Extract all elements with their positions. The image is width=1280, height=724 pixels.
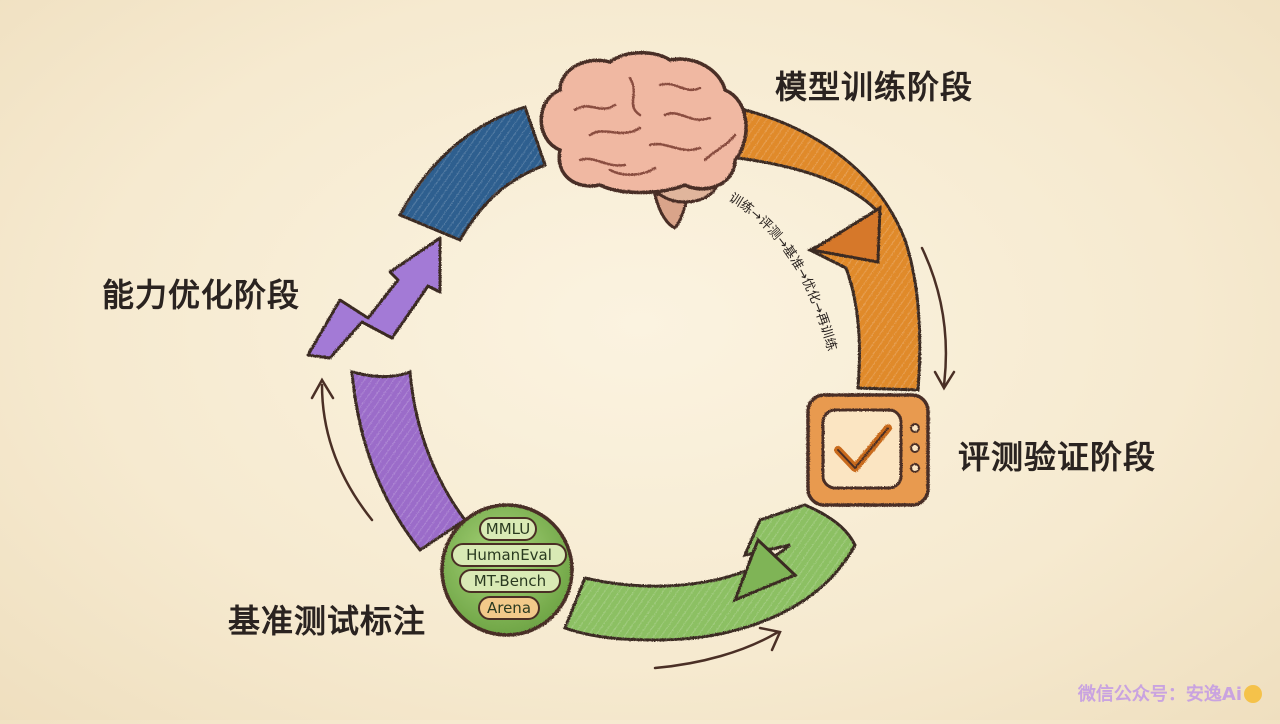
benchmark-arc xyxy=(350,369,468,553)
benchmark-pill-mmlu: MMLU xyxy=(479,517,537,541)
evaluation-arc xyxy=(563,503,857,642)
benchmark-label-arena: Arena xyxy=(487,599,531,617)
duck-icon xyxy=(1244,685,1262,703)
benchmark-label-mtbench: MT-Bench xyxy=(474,572,546,590)
flow-arrow-right xyxy=(920,246,956,391)
benchmark-badge-icon: MMLU HumanEval MT-Bench Arena xyxy=(440,503,574,637)
cycle-text-path: 训练→评测→基准→优化→再训练 xyxy=(726,191,839,353)
checkmark-monitor-icon xyxy=(806,393,930,507)
watermark: 微信公众号：安逸Ai xyxy=(1078,680,1262,706)
benchmark-label-humaneval: HumanEval xyxy=(466,546,552,564)
watermark-text: 微信公众号：安逸Ai xyxy=(1077,684,1242,705)
zigzag-arrow-icon xyxy=(306,236,442,360)
flow-arrow-bottom xyxy=(653,626,782,670)
benchmark-label-mmlu: MMLU xyxy=(486,520,530,538)
brain-icon xyxy=(539,51,748,230)
stage-label-benchmark: 基准测试标注 xyxy=(228,602,427,640)
stage-label-training: 模型训练阶段 xyxy=(775,68,974,106)
benchmark-pill-humaneval: HumanEval xyxy=(451,543,567,567)
benchmark-pill-mtbench: MT-Bench xyxy=(459,569,561,593)
flow-arrow-left xyxy=(310,377,374,522)
stage-label-optimization: 能力优化阶段 xyxy=(102,276,301,314)
stage-label-evaluation: 评测验证阶段 xyxy=(958,438,1157,476)
cycle-text: 训练→评测→基准→优化→再训练 xyxy=(726,191,839,353)
benchmark-pill-arena: Arena xyxy=(478,596,540,620)
optimization-arc xyxy=(397,105,547,242)
training-arc xyxy=(736,108,922,392)
